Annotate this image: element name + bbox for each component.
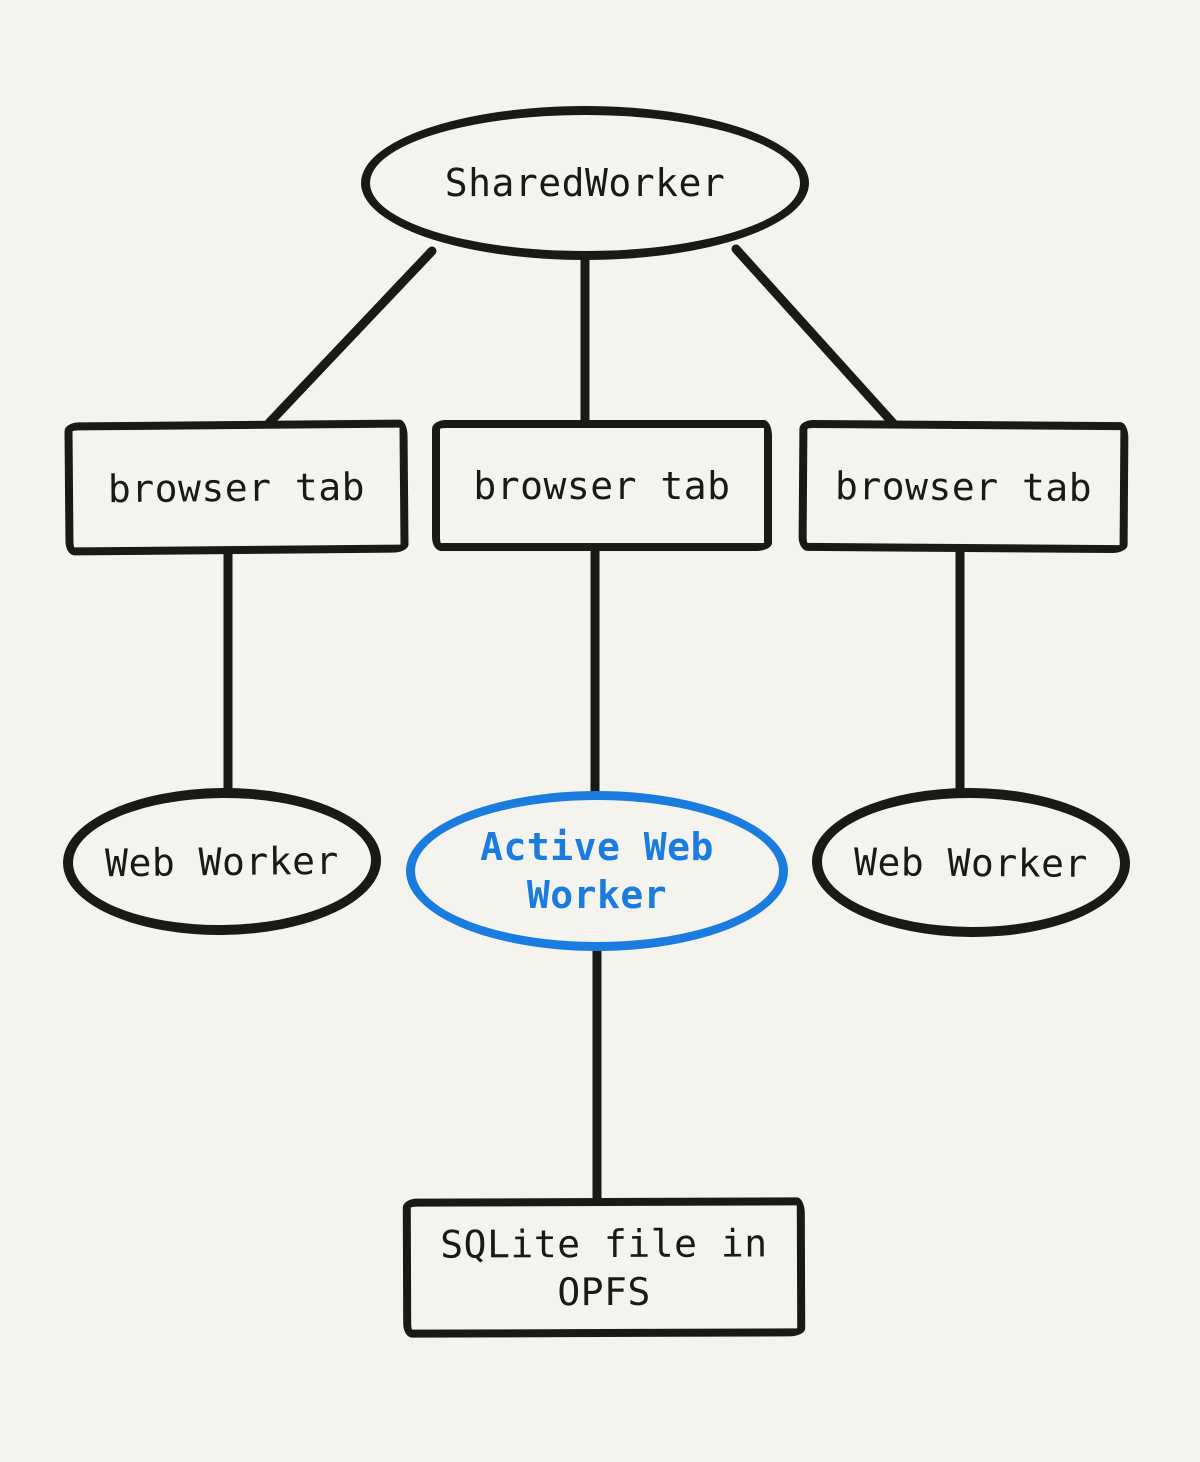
node-web-worker-left-label: Web Worker: [104, 838, 340, 885]
node-sqlite-file-opfs-label-line1: SQLite file in: [440, 1220, 768, 1267]
node-sqlite-file-opfs-label: SQLite file in OPFS: [440, 1219, 768, 1316]
edge-sharedworker-tab-right: [731, 244, 898, 428]
node-browser-tab-center-label: browser tab: [473, 463, 731, 508]
node-active-web-worker-label-line2: Worker: [526, 873, 668, 917]
node-browser-tab-left-label: browser tab: [107, 464, 366, 511]
node-browser-tab-center: browser tab: [432, 420, 772, 551]
node-active-web-worker-label-line1: Active Web: [480, 825, 714, 869]
node-sqlite-file-opfs-label-line2: OPFS: [557, 1269, 651, 1314]
node-active-web-worker-label: Active Web Worker: [480, 823, 714, 919]
edge-sharedworker-tab-left: [264, 246, 437, 428]
node-browser-tab-left: browser tab: [64, 419, 409, 556]
node-shared-worker: SharedWorker: [361, 106, 809, 260]
node-active-web-worker: Active Web Worker: [406, 791, 788, 951]
node-browser-tab-right: browser tab: [798, 419, 1129, 554]
node-browser-tab-right-label: browser tab: [834, 463, 1093, 510]
node-web-worker-right-label: Web Worker: [853, 839, 1089, 886]
node-sqlite-file-opfs: SQLite file in OPFS: [402, 1197, 806, 1338]
node-shared-worker-label: SharedWorker: [444, 161, 726, 205]
